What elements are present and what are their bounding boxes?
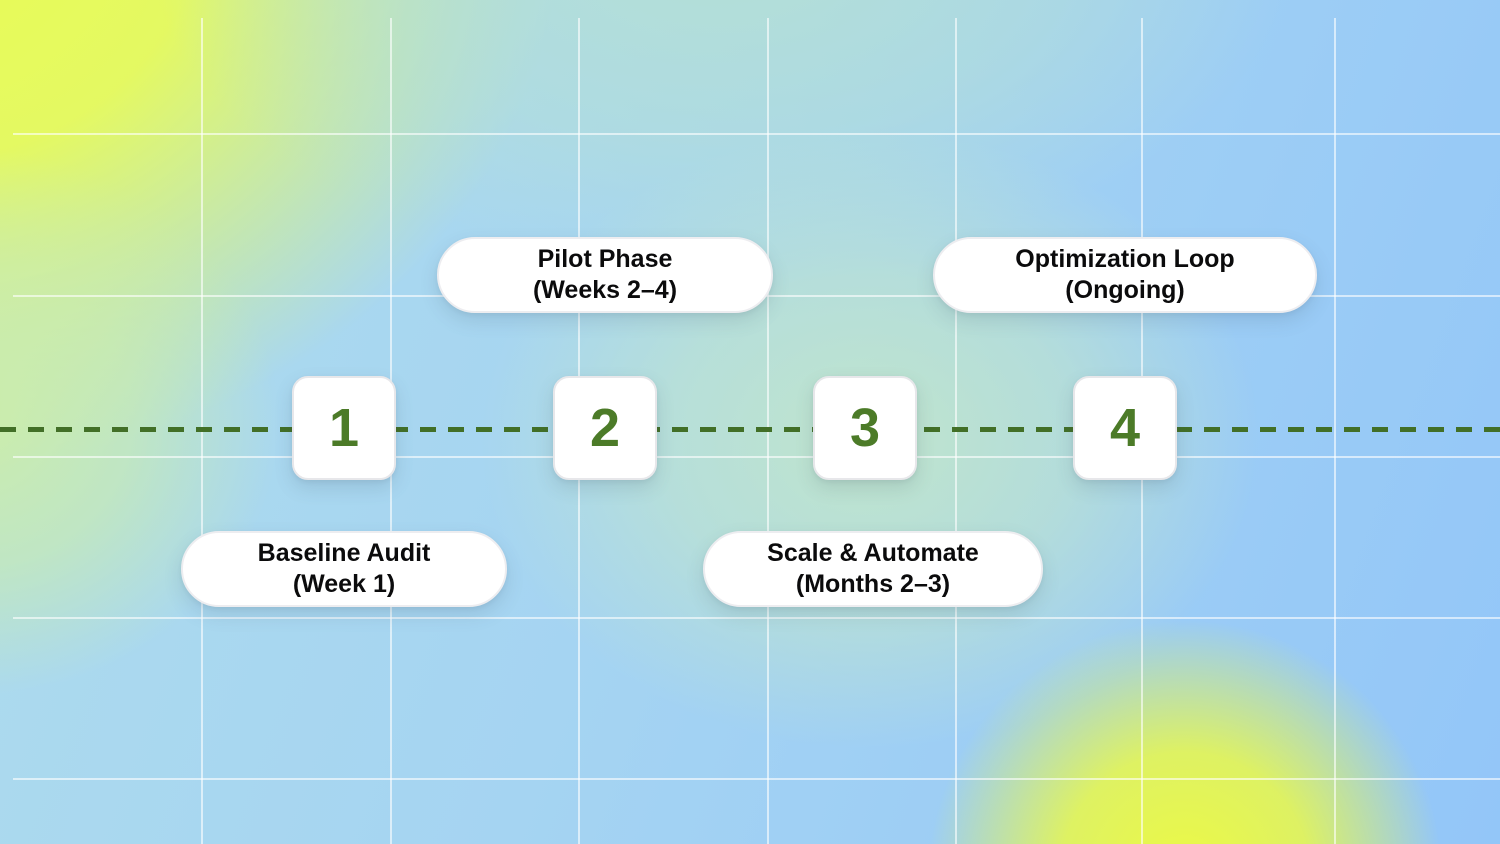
label-title: Scale & Automate bbox=[767, 539, 979, 567]
step-marker-1: 1 bbox=[292, 376, 396, 480]
step-label-optimization-loop: Optimization Loop (Ongoing) bbox=[933, 237, 1317, 313]
label-title: Pilot Phase bbox=[537, 245, 673, 273]
step-marker-4: 4 bbox=[1073, 376, 1177, 480]
step-marker-2: 2 bbox=[553, 376, 657, 480]
timeline-dashed-line bbox=[0, 427, 1500, 432]
label-title: Optimization Loop bbox=[1015, 245, 1235, 273]
label-subtitle: (Ongoing) bbox=[1065, 276, 1185, 304]
step-number: 3 bbox=[849, 398, 881, 458]
step-label-scale-automate: Scale & Automate (Months 2–3) bbox=[703, 531, 1043, 607]
grid-line-horizontal bbox=[13, 456, 1500, 458]
step-marker-3: 3 bbox=[813, 376, 917, 480]
label-subtitle: (Weeks 2–4) bbox=[532, 276, 678, 304]
step-label-baseline-audit: Baseline Audit (Week 1) bbox=[181, 531, 507, 607]
label-subtitle: (Months 2–3) bbox=[795, 570, 951, 598]
grid-line-horizontal bbox=[13, 617, 1500, 619]
grid-line-horizontal bbox=[13, 133, 1500, 135]
step-label-pilot-phase: Pilot Phase (Weeks 2–4) bbox=[437, 237, 773, 313]
step-number: 2 bbox=[589, 398, 621, 458]
step-number: 1 bbox=[328, 398, 360, 458]
grid-line-horizontal bbox=[13, 778, 1500, 780]
step-number: 4 bbox=[1109, 398, 1141, 458]
label-subtitle: (Week 1) bbox=[292, 570, 396, 598]
label-title: Baseline Audit bbox=[257, 539, 431, 567]
